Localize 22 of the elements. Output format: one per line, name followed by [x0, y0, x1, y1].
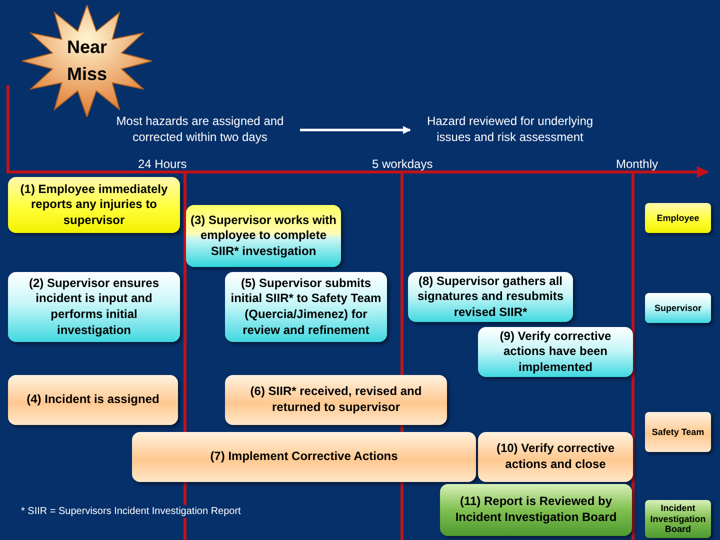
- step-box: (10) Verify corrective actions and close: [478, 432, 633, 482]
- step-box: (6) SIIR* received, revised and returned to supervisor: [225, 375, 447, 425]
- step-box: (9) Verify corrective actions have been implemented: [478, 327, 633, 377]
- note-text: Hazard reviewed for underlying issues and risk assessment: [410, 110, 610, 150]
- starburst-shape: Near Miss: [22, 5, 152, 117]
- step-box: (5) Supervisor submits initial SIIR* to Safety Team (Quercia/Jimenez) for review and refinement: [225, 272, 387, 342]
- lane-label: Incident Investigation Board: [645, 500, 711, 538]
- lane-label: Supervisor: [645, 293, 711, 323]
- step-box: (7) Implement Corrective Actions: [132, 432, 476, 482]
- step-box: (8) Supervisor gathers all signatures and resubmits revised SIIR*: [408, 272, 573, 322]
- timeline-label: 5 workdays: [372, 157, 433, 171]
- footnote: * SIIR = Supervisors Incident Investigation Report: [18, 505, 244, 518]
- lane-label: Safety Team: [645, 412, 711, 452]
- step-box: (4) Incident is assigned: [8, 375, 178, 425]
- arrow: [300, 126, 411, 134]
- step-box: (2) Supervisor ensures incident is input and performs initial investigation: [8, 272, 180, 342]
- timeline-label: Monthly: [616, 157, 658, 171]
- lane-label: Employee: [645, 203, 711, 233]
- step-box: (3) Supervisor works with employee to complete SIIR* investigation: [186, 205, 341, 267]
- step-box: (1) Employee immediately reports any injuries to supervisor: [8, 177, 180, 233]
- step-box: (11) Report is Reviewed by Incident Investigation Board: [440, 484, 632, 536]
- timeline-label: 24 Hours: [138, 157, 187, 171]
